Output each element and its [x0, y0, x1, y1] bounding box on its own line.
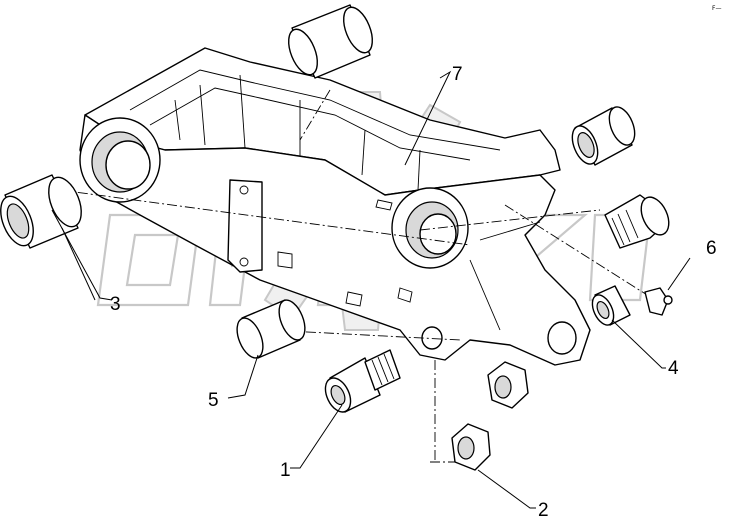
callout-6: 6	[706, 238, 717, 259]
nut-upper	[487, 361, 529, 409]
callout-7: 7	[452, 64, 463, 85]
callout-4: 4	[668, 358, 679, 379]
spacer-part-4	[591, 285, 631, 326]
bushing-lower-part-5	[236, 299, 306, 359]
bolt-part-1	[324, 349, 401, 413]
bushing-left-part-3	[0, 174, 82, 249]
callout-5: 5	[208, 390, 219, 411]
callout-1: 1	[280, 460, 291, 481]
arm-body	[79, 47, 591, 366]
leader-lines	[51, 70, 691, 509]
corner-mark: F—	[712, 5, 721, 12]
bushing-right-top	[571, 106, 636, 166]
callout-2: 2	[538, 500, 549, 521]
nut-part-2	[451, 423, 491, 471]
grease-nipple-part-6	[644, 287, 673, 316]
bushing-top	[287, 4, 374, 79]
callout-labels: 1 2 3 4 5 6 7	[110, 64, 717, 521]
callout-3: 3	[110, 294, 121, 315]
pin-bolt-right	[604, 194, 670, 249]
